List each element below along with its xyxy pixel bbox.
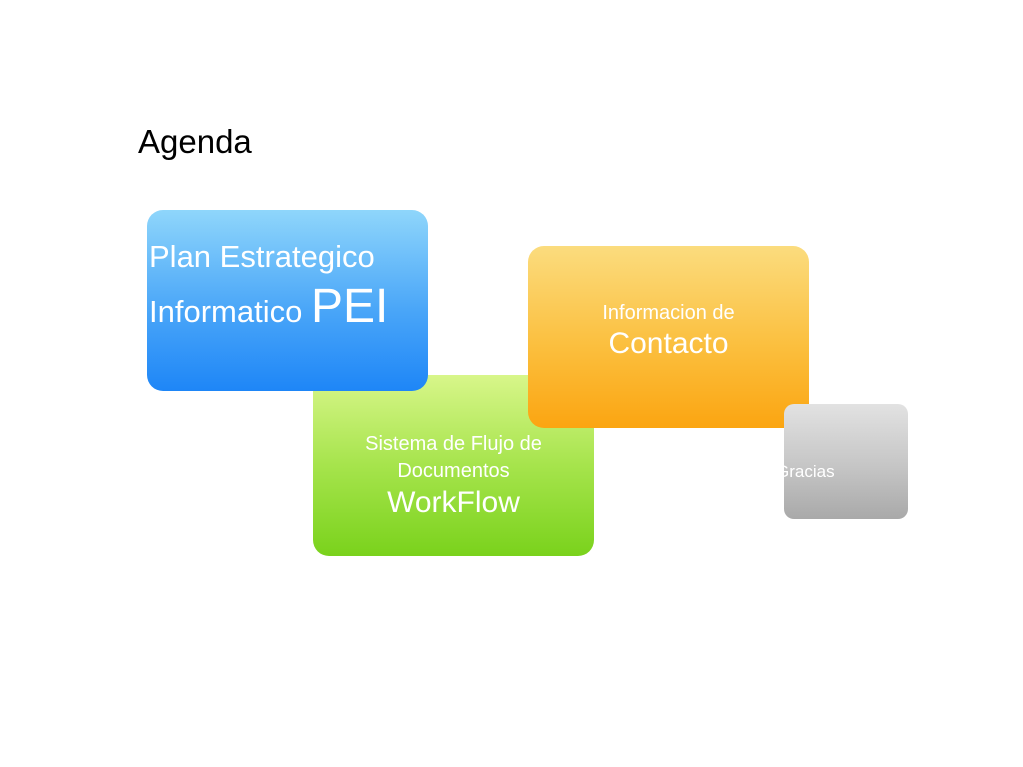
- pei-acronym: PEI: [310, 280, 389, 333]
- agenda-item-gracias: Gracias: [776, 404, 908, 519]
- workflow-line1: Sistema de Flujo de: [365, 433, 542, 455]
- workflow-line2: Documentos: [397, 460, 510, 482]
- agenda-item-contacto: Informacion de Contacto: [528, 246, 809, 428]
- contacto-emphasis: Contacto: [608, 327, 729, 360]
- pei-line2: Informatico: [149, 294, 303, 329]
- contacto-line1: Informacion de: [602, 302, 735, 324]
- pei-line1: Plan Estrategico: [149, 239, 375, 274]
- contacto-text: Informacion de Contacto: [528, 300, 809, 362]
- agenda-item-pei: Plan Estrategico Informatico PEI: [147, 210, 428, 391]
- slide-title: Agenda: [138, 123, 252, 160]
- gracias-label: Gracias: [776, 462, 835, 481]
- workflow-text: Sistema de Flujo de Documentos WorkFlow: [313, 431, 594, 521]
- workflow-emphasis: WorkFlow: [387, 486, 520, 519]
- pei-text: Plan Estrategico Informatico PEI: [149, 232, 428, 337]
